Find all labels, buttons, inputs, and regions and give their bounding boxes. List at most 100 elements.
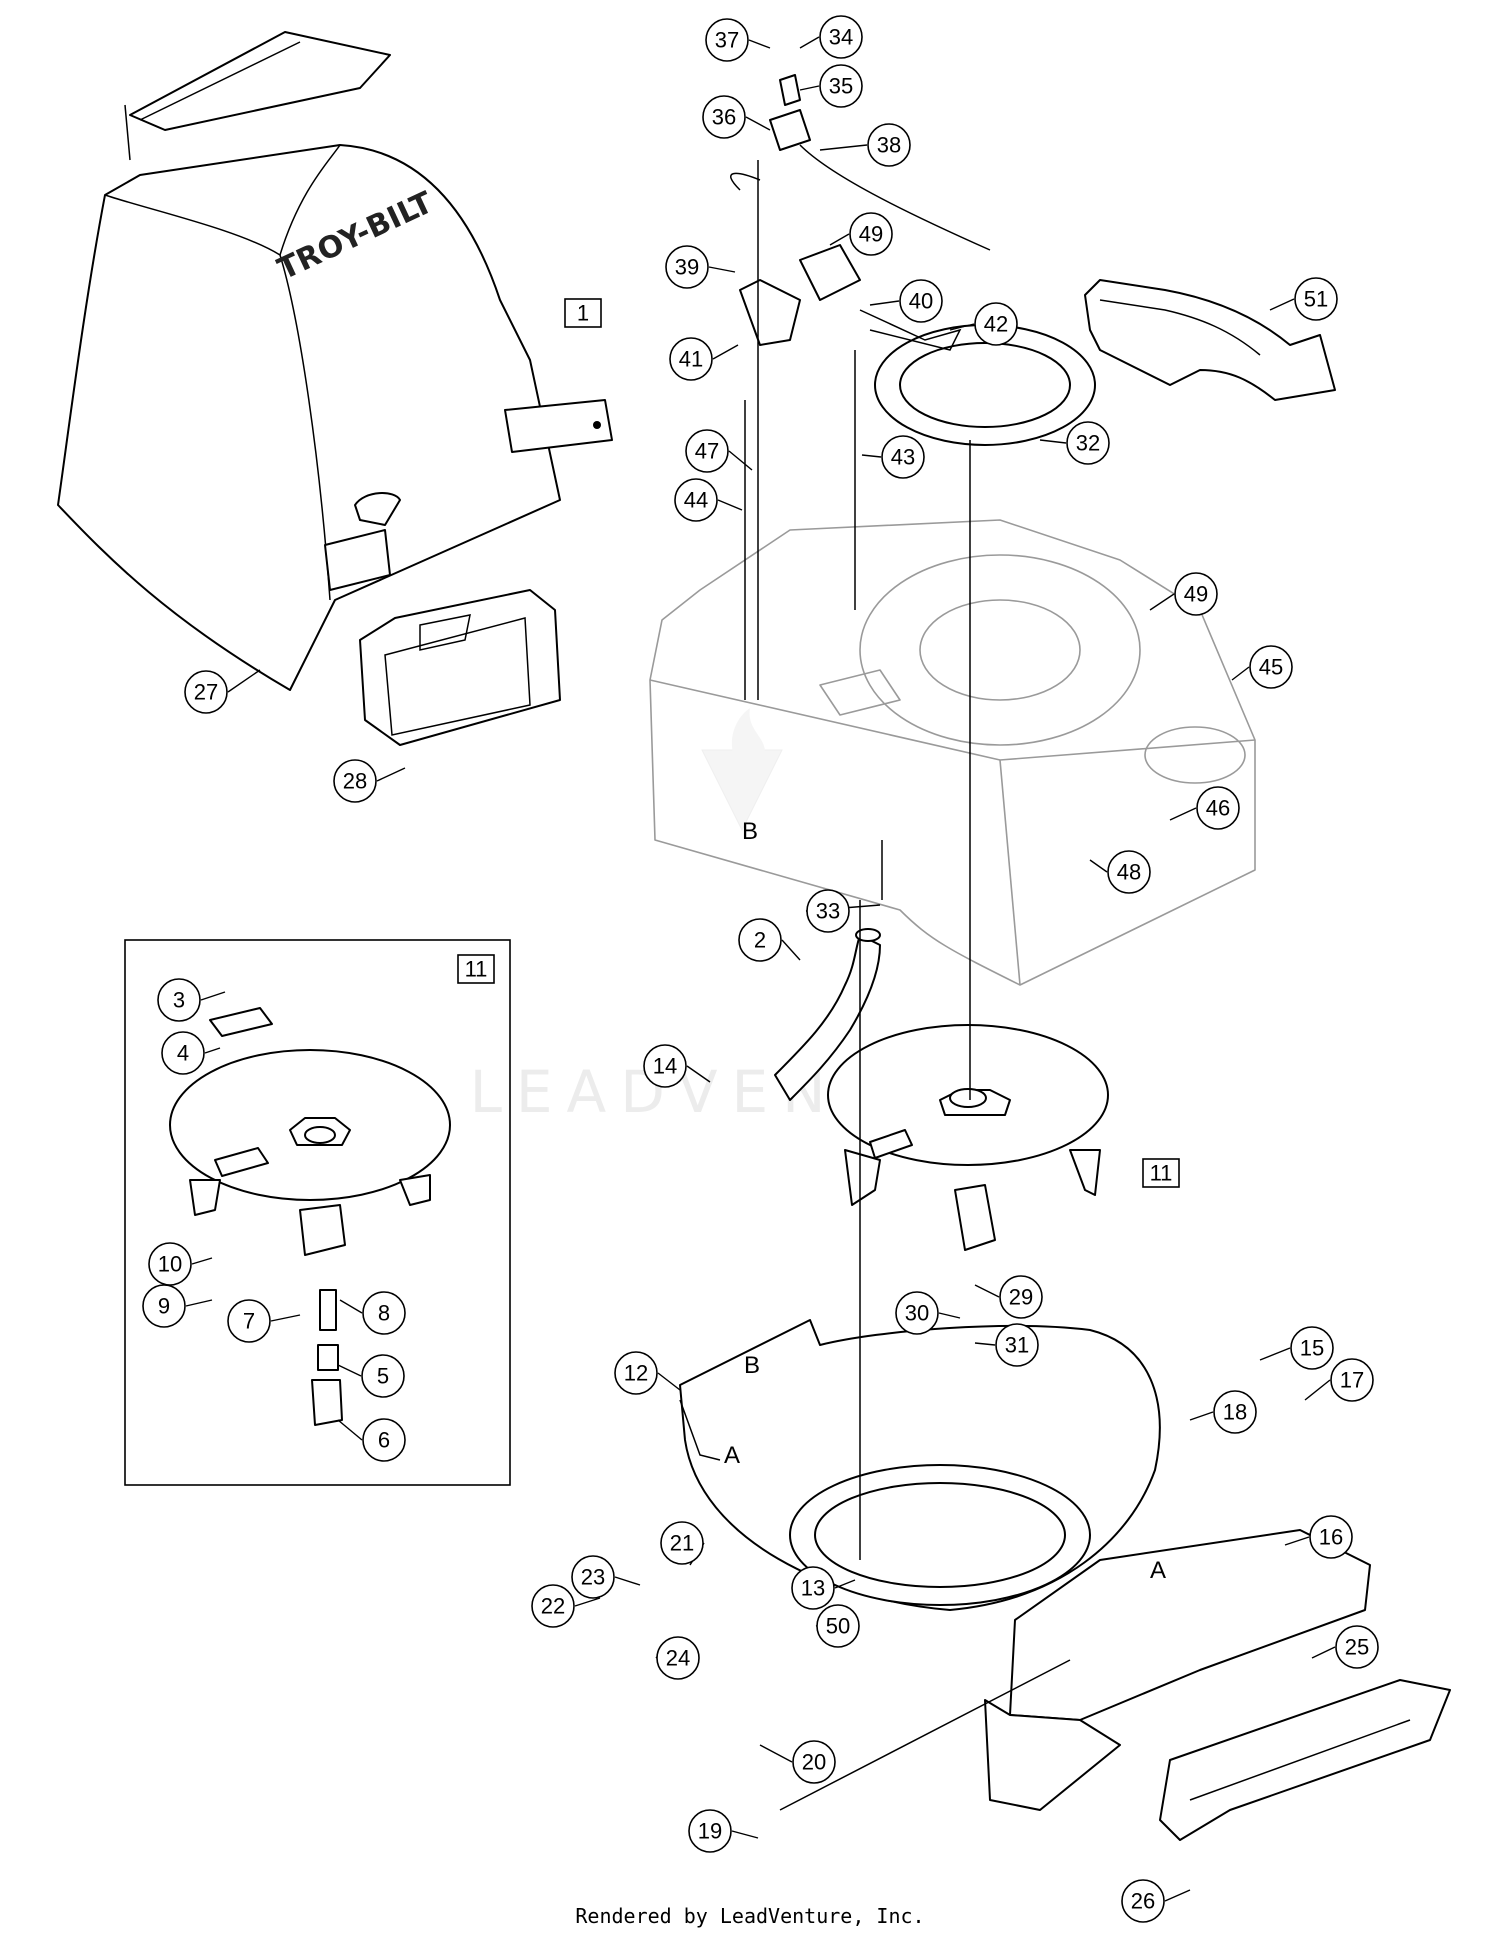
callout-number: 19 <box>698 1819 722 1844</box>
callout-number: 3 <box>173 988 185 1013</box>
callout-20: 20 <box>792 1740 836 1784</box>
callout-number: 9 <box>158 1294 170 1319</box>
callout-25: 25 <box>1335 1625 1379 1669</box>
callout-number: 23 <box>581 1565 605 1590</box>
callout-number: 28 <box>343 769 367 794</box>
callout-leader <box>728 450 753 471</box>
callout-33: 33 <box>806 889 850 933</box>
callout-leader <box>938 1312 961 1319</box>
callout-43: 43 <box>881 435 925 479</box>
callout-number: 7 <box>243 1309 255 1334</box>
callout-27: 27 <box>184 670 228 714</box>
callout-22: 22 <box>531 1584 575 1628</box>
callout-number: 5 <box>377 1364 389 1389</box>
callout-leader <box>819 144 868 151</box>
callout-8: 8 <box>362 1291 406 1335</box>
callout-number: 40 <box>909 289 933 314</box>
impeller-detail-box <box>124 939 511 1486</box>
callout-leader <box>1284 1536 1310 1546</box>
callout-number: 45 <box>1259 655 1283 680</box>
callout-number: 51 <box>1304 287 1328 312</box>
callout-3: 3 <box>157 978 201 1022</box>
chute-adapter <box>1084 279 1336 401</box>
callout-leader <box>686 1065 711 1083</box>
callout-42: 42 <box>974 302 1018 346</box>
callout-29: 29 <box>999 1275 1043 1319</box>
callout-leader <box>748 39 771 49</box>
callout-number: 49 <box>1184 582 1208 607</box>
callout-leader <box>781 939 801 961</box>
callout-46: 46 <box>1196 786 1240 830</box>
callout-leader <box>376 767 406 782</box>
callout-47: 47 <box>685 429 729 473</box>
callout-leader <box>1269 298 1295 311</box>
callout-number: 27 <box>194 680 218 705</box>
callout-number: 16 <box>1319 1525 1343 1550</box>
callout-leader <box>745 116 771 131</box>
callout-number: 4 <box>177 1041 189 1066</box>
callout-number: 2 <box>754 928 766 953</box>
callout-2: 2 <box>738 918 782 962</box>
callout-17: 17 <box>1330 1358 1374 1402</box>
callout-leader <box>204 1047 221 1054</box>
callout-number: 43 <box>891 445 915 470</box>
callout-leader <box>337 1364 362 1377</box>
callout-leader <box>717 499 743 511</box>
callout-37: 37 <box>705 18 749 62</box>
callout-leader <box>974 1284 1000 1298</box>
box-label-text: 11 <box>1150 1161 1173 1186</box>
callout-leader <box>1304 1379 1331 1401</box>
callout-39: 39 <box>665 245 709 289</box>
reference-letter-b: B <box>742 818 758 845</box>
callout-number: 48 <box>1117 860 1141 885</box>
callout-number: 24 <box>666 1646 690 1671</box>
callout-number: 47 <box>695 439 719 464</box>
handle-part <box>774 928 881 1101</box>
footer-credit: Rendered by LeadVenture, Inc. <box>575 1904 925 1928</box>
callout-21: 21 <box>660 1521 704 1565</box>
callout-number: 8 <box>378 1301 390 1326</box>
callout-leader <box>731 1830 759 1839</box>
callout-12: 12 <box>614 1351 658 1395</box>
impeller-assembly <box>827 1024 1109 1251</box>
callout-leader <box>949 323 975 331</box>
callout-number: 33 <box>816 899 840 924</box>
nozzle <box>984 1529 1371 1811</box>
callout-leader <box>270 1314 301 1322</box>
callout-36: 36 <box>702 95 746 139</box>
rod-part <box>779 1659 1071 1811</box>
callout-40: 40 <box>899 279 943 323</box>
control-assembly <box>729 74 991 351</box>
callout-number: 21 <box>670 1531 694 1556</box>
callout-number: 49 <box>859 222 883 247</box>
box-label-11: 11 <box>1142 1158 1180 1188</box>
box-label-text: 11 <box>465 957 488 982</box>
callout-34: 34 <box>819 15 863 59</box>
callout-15: 15 <box>1290 1326 1334 1370</box>
callout-number: 44 <box>684 488 708 513</box>
callout-leader <box>834 1579 856 1589</box>
reference-letter-a: A <box>1150 1557 1166 1584</box>
callout-leader <box>712 344 739 360</box>
callout-leader <box>708 266 736 273</box>
callout-35: 35 <box>819 64 863 108</box>
callout-9: 9 <box>142 1284 186 1328</box>
callout-number: 14 <box>653 1054 677 1079</box>
bottom-pan <box>679 1319 1161 1611</box>
callout-leader <box>1311 1646 1336 1659</box>
callout-24: 24 <box>656 1636 700 1680</box>
callout-leader <box>1231 666 1250 681</box>
callout-14: 14 <box>643 1044 687 1088</box>
callout-number: 35 <box>829 74 853 99</box>
callout-leader <box>974 1342 996 1346</box>
callout-number: 41 <box>679 347 703 372</box>
callout-leader <box>799 85 820 91</box>
callout-number: 17 <box>1340 1368 1364 1393</box>
callout-49: 49 <box>849 212 893 256</box>
callout-18: 18 <box>1213 1390 1257 1434</box>
callout-31: 31 <box>995 1323 1039 1367</box>
callout-leader <box>227 669 261 693</box>
callout-number: 18 <box>1223 1400 1247 1425</box>
callout-leader <box>1149 593 1175 611</box>
callout-45: 45 <box>1249 645 1293 689</box>
